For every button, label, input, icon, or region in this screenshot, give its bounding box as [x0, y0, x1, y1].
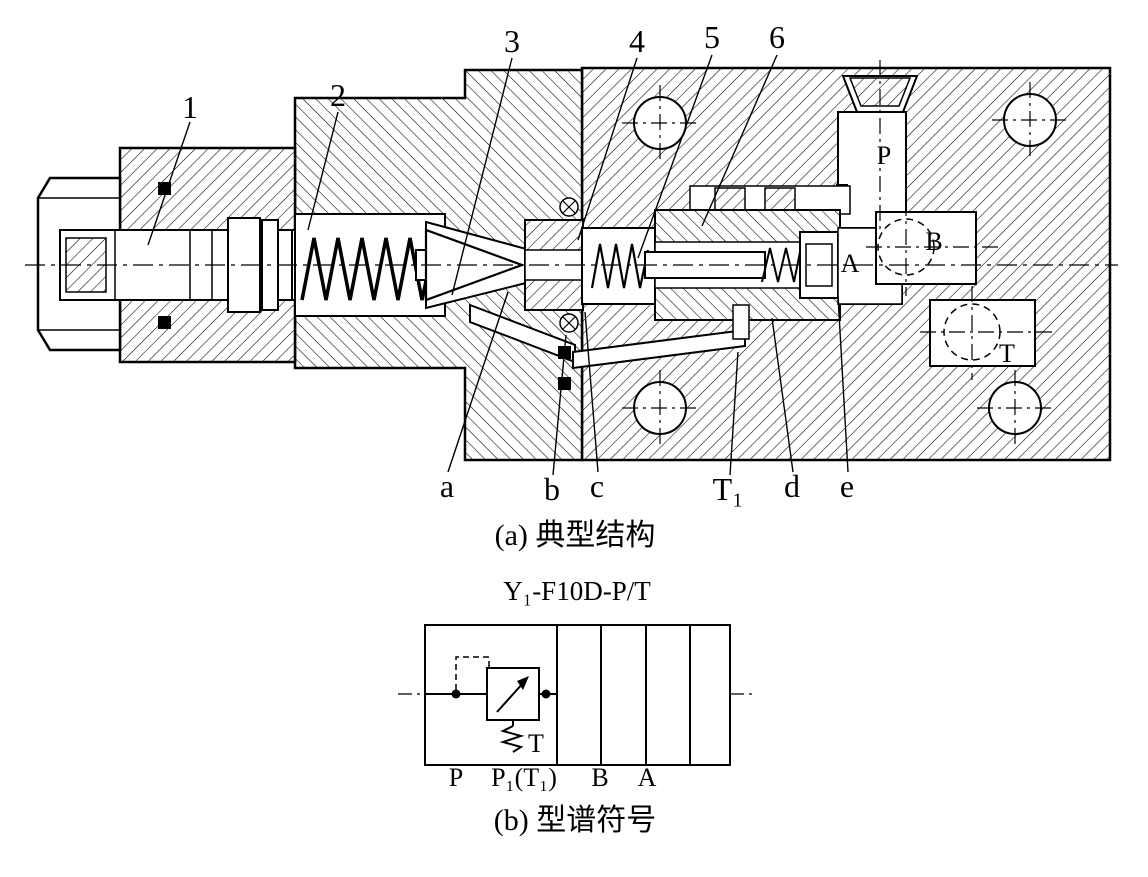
caption-b: (b) 型谱符号: [494, 804, 656, 837]
label-port-b: B: [925, 227, 942, 256]
symbol-pilot-line: [455, 656, 490, 690]
seal-ring-top: [559, 197, 579, 217]
label-point-c: c: [590, 468, 604, 504]
symbol-tank-label: T: [528, 729, 544, 758]
symbol-port-p: P: [449, 763, 463, 792]
seal-ring-bottom: [559, 313, 579, 333]
spool-spring-left: [590, 243, 650, 289]
main-spring: [300, 237, 432, 301]
label-part-6: 6: [769, 19, 785, 55]
label-point-b: b: [544, 471, 560, 507]
drain-passage-right: [572, 328, 746, 370]
symbol-title: Y₁-F10D-P/T: [503, 576, 651, 606]
label-port-t: T: [999, 339, 1015, 368]
label-part-5: 5: [704, 19, 720, 55]
t-port-region: [920, 286, 1055, 380]
relief-valve-arrow: [517, 676, 529, 690]
symbol-port-a: A: [638, 763, 657, 792]
caption-a: (a) 典型结构: [495, 519, 656, 552]
label-point-d: d: [784, 468, 800, 504]
label-point-e: e: [840, 468, 854, 504]
b-port-region: [866, 200, 1000, 296]
label-part-4: 4: [629, 23, 645, 59]
bolt-holes: [622, 82, 1068, 446]
junction-dot-right: [541, 689, 551, 699]
label-port-p: P: [877, 141, 891, 170]
sleeve-retainer-2: [764, 187, 796, 213]
symbol-spring: [499, 725, 525, 753]
label-part-2: 2: [330, 77, 346, 113]
label-point-t1: T₁: [713, 471, 744, 507]
schematic-symbol: Y₁-F10D-P/T T P P₁(T₁) B A (b) 型谱符号: [398, 576, 757, 837]
symbol-port-p1t1: P₁(T₁): [491, 763, 557, 792]
label-part-3: 3: [504, 23, 520, 59]
junction-dot-left: [451, 689, 461, 699]
seal-bottom-left: [158, 316, 171, 329]
seal-drain-2: [558, 377, 571, 390]
label-part-1: 1: [182, 89, 198, 125]
label-port-a: A: [841, 249, 860, 278]
sectional-view: 1 2 3 4 5 6 a b c T₁ d e P B A T (a) 典型结…: [25, 19, 1118, 552]
label-point-a: a: [440, 468, 454, 504]
sleeve-retainer-1: [714, 187, 746, 213]
leader-lines: [147, 54, 849, 476]
symbol-port-b: B: [591, 763, 608, 792]
